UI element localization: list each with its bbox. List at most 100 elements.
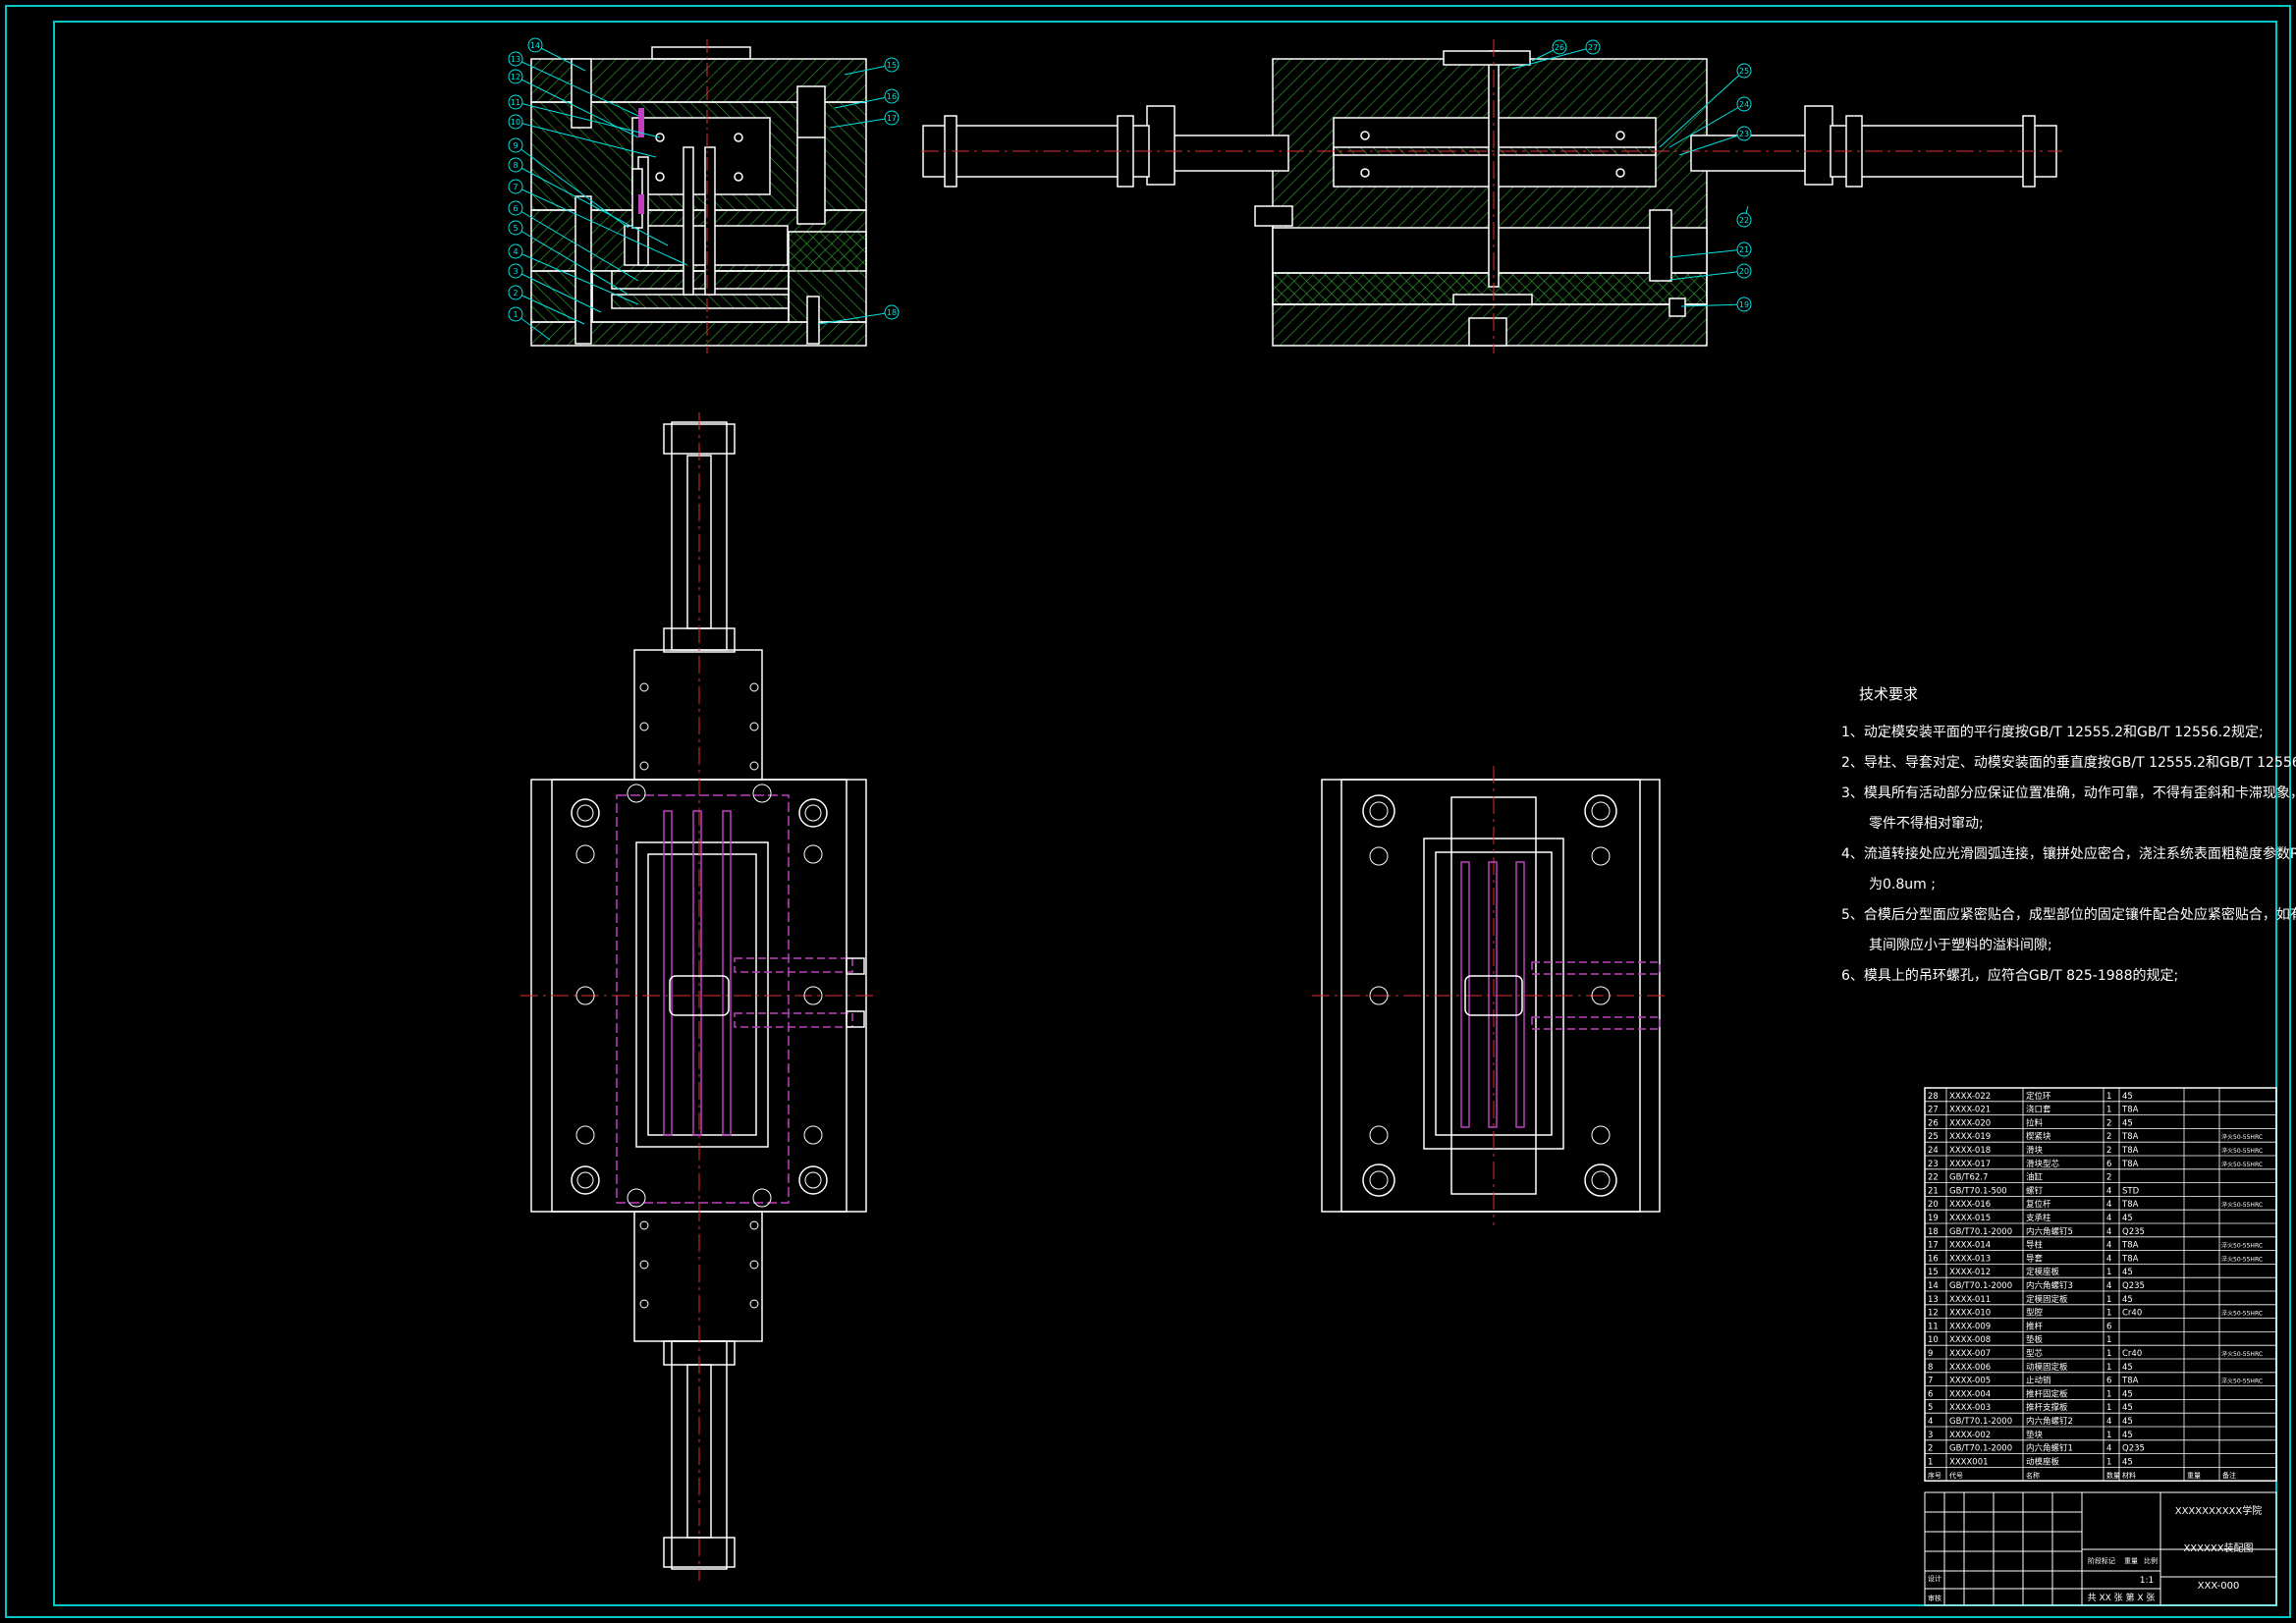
screw-hole [752, 1188, 772, 1208]
bom-cell-qty: 4 [2106, 1254, 2111, 1264]
bom-cell-mat: T8A [2121, 1146, 2139, 1156]
bom-cell-code: GB/T62.7 [1949, 1173, 1988, 1183]
bom-cell-qty: 6 [2106, 1322, 2111, 1331]
bom-cell-code: XXXX001 [1949, 1457, 1989, 1467]
bolt-hole [639, 1220, 649, 1230]
screw-hole [1369, 1125, 1389, 1145]
guide-bush-hole [1584, 794, 1617, 828]
callout-label: 18 [887, 308, 897, 317]
screw-hole [1591, 846, 1611, 866]
bom-cell-qty: 1 [2106, 1268, 2111, 1277]
bom-cell-code: XXXX-008 [1949, 1335, 1991, 1345]
bom-cell-mat: 45 [2122, 1118, 2133, 1128]
bom-cell-qty: 2 [2106, 1132, 2111, 1142]
bom-cell-no: 7 [1928, 1377, 1933, 1386]
bom-cell-code: XXXX-014 [1949, 1241, 1991, 1251]
callout-label: 17 [887, 114, 897, 123]
technical-requirements: 技术要求 1、动定模安装平面的平行度按GB/T 12555.2和GB/T 125… [1841, 683, 2296, 992]
bom-cell-name: 动模座板 [2026, 1456, 2060, 1467]
tech-line-3b: 零件不得相对窜动; [1869, 816, 1984, 832]
bom-cell-no: 17 [1928, 1241, 1939, 1251]
guide-pillar-hole [571, 1165, 600, 1195]
label-review: 审核 [1928, 1594, 1941, 1602]
bolt-hole [639, 682, 649, 692]
bom-cell-name: 内六角螺钉5 [2026, 1226, 2073, 1237]
bom-cell-qty: 1 [2106, 1431, 2111, 1440]
callout-label: 27 [1588, 43, 1598, 52]
bom-cell-no: 8 [1928, 1363, 1933, 1373]
guide-pillar-hole [798, 1165, 828, 1195]
bom-cell-no: 22 [1928, 1173, 1939, 1183]
callout-label: 8 [513, 161, 518, 170]
screw-hole [575, 1125, 595, 1145]
callout-label: 16 [887, 92, 897, 101]
callout-label: 4 [513, 247, 518, 256]
screw-hole [1369, 986, 1389, 1005]
bom-cell-code: XXXX-013 [1949, 1254, 1991, 1264]
bom-cell-code: XXXX-009 [1949, 1322, 1991, 1331]
bom-cell-qty: 1 [2106, 1335, 2111, 1345]
bom-cell-name: 导套 [2026, 1253, 2044, 1264]
bom-cell-mat: T8A [2121, 1241, 2139, 1251]
callout-label: 1 [513, 310, 518, 319]
guide-bush-hole [1362, 1163, 1395, 1197]
bom-cell-name: 型芯 [2026, 1348, 2044, 1359]
bom-cell-name: 浇口套 [2026, 1105, 2051, 1115]
bom-cell-no: 12 [1928, 1309, 1939, 1319]
bom-cell-no: 16 [1928, 1254, 1939, 1264]
callout-label: 24 [1739, 100, 1749, 109]
bom-cell-mat: 45 [2122, 1403, 2133, 1413]
bom-cell-no: 2 [1928, 1444, 1933, 1454]
bom-cell-mat: 45 [2122, 1457, 2133, 1467]
bom-cell-mat: 45 [2122, 1389, 2133, 1399]
bom-cell-no: 24 [1928, 1146, 1939, 1156]
bom-cell-qty: 1 [2106, 1389, 2111, 1399]
bom-header-name: 名称 [2026, 1471, 2040, 1480]
bom-cell-qty: 2 [2106, 1118, 2111, 1128]
bom-cell-name: 型腔 [2026, 1308, 2044, 1319]
bom-cell-name: 内六角螺钉1 [2026, 1443, 2073, 1454]
bom-cell-qty: 4 [2106, 1281, 2111, 1291]
bom-cell-name: 复位杆 [2026, 1199, 2051, 1210]
bom-cell-mat: STD [2122, 1186, 2140, 1196]
inner-frame [53, 21, 2277, 1606]
bom-cell-name: 滑块型芯 [2026, 1159, 2060, 1169]
screw-hole [803, 1125, 823, 1145]
label-weight: 重量 [2124, 1557, 2138, 1565]
bom-cell-qty: 4 [2106, 1227, 2111, 1237]
right-section-view [921, 39, 2062, 353]
label-scale: 比例 [2144, 1556, 2158, 1565]
tech-line-1: 1、动定模安装平面的平行度按GB/T 12555.2和GB/T 12556.2规… [1841, 725, 2264, 740]
bom-cell-name: 动模固定板 [2026, 1362, 2068, 1373]
bom-cell-mat: 45 [2122, 1268, 2133, 1277]
bom-cell-code: XXXX-015 [1949, 1214, 1991, 1223]
bom-cell-mat: T8A [2121, 1106, 2139, 1115]
bom-cell-qty: 4 [2106, 1417, 2111, 1427]
bom-cell-code: XXXX-020 [1949, 1118, 1991, 1128]
bom-cell-code: GB/T70.1-2000 [1949, 1444, 2012, 1454]
bom-cell-mat: 45 [2122, 1363, 2133, 1373]
drawing-number: XXX-000 [2198, 1581, 2240, 1592]
tech-line-4b: 为0.8um ; [1869, 877, 1936, 893]
bom-header-no: 序号 [1928, 1471, 1941, 1480]
callout-label: 2 [513, 289, 518, 298]
bom-cell-code: XXXX-007 [1949, 1349, 1991, 1359]
bom-cell-mat: T8A [2121, 1200, 2139, 1210]
screw-hole [627, 784, 646, 803]
screw-hole [1591, 986, 1611, 1005]
bom-cell-no: 4 [1928, 1417, 1933, 1427]
callout-label: 26 [1555, 43, 1564, 52]
bolt-hole [639, 1260, 649, 1270]
bom-cell-code: XXXX-022 [1949, 1092, 1991, 1102]
bom-cell-code: XXXX-017 [1949, 1160, 1991, 1169]
bom-cell-no: 20 [1928, 1200, 1939, 1210]
bolt-hole [639, 1299, 649, 1309]
bom-cell-note: 淬火50-55HRC [2221, 1242, 2263, 1250]
screw-hole [575, 986, 595, 1005]
screw-hole [752, 784, 772, 803]
callout-label: 11 [511, 98, 520, 107]
left-section-view [530, 39, 867, 353]
drawing-name: XXXXXX装配图 [2183, 1542, 2253, 1554]
